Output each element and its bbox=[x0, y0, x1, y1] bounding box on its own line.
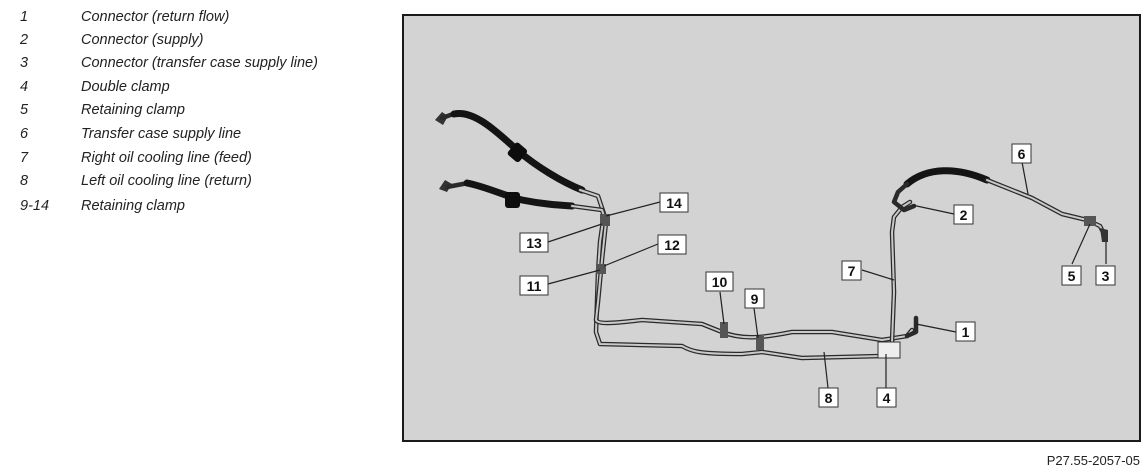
legend-number: 1 bbox=[20, 9, 29, 25]
legend-text: Connector (supply) bbox=[81, 32, 204, 48]
legend-text: Transfer case supply line bbox=[81, 126, 242, 142]
leader-8 bbox=[823, 351, 829, 389]
legend-item: 6 Transfer case supply line bbox=[0, 126, 395, 146]
legend-item: 1 Connector (return flow) bbox=[0, 9, 395, 29]
leader-9 bbox=[753, 307, 759, 339]
connector-3-fitting bbox=[1100, 228, 1108, 242]
callout-12: 12 bbox=[657, 234, 687, 255]
clamp-10 bbox=[720, 322, 728, 338]
callout-8: 8 bbox=[818, 387, 839, 408]
callout-2-label: 2 bbox=[960, 207, 968, 223]
callout-8-label: 8 bbox=[825, 390, 833, 406]
legend-text: Left oil cooling line (return) bbox=[81, 173, 252, 189]
legend-item: 4 Double clamp bbox=[0, 79, 395, 99]
legend-item: 8 Left oil cooling line (return) bbox=[0, 173, 395, 193]
legend-text: Double clamp bbox=[81, 79, 170, 95]
legend-text: Retaining clamp bbox=[81, 198, 185, 214]
legend-text: Connector (transfer case supply line) bbox=[81, 55, 318, 71]
clamp-9 bbox=[756, 336, 764, 350]
legend-number: 7 bbox=[20, 150, 29, 166]
callout-14: 14 bbox=[659, 192, 689, 213]
callout-3-label: 3 bbox=[1102, 268, 1110, 284]
callout-11-label: 11 bbox=[527, 278, 542, 294]
callout-6: 6 bbox=[1011, 143, 1032, 164]
leader-12 bbox=[603, 243, 659, 267]
callout-5-label: 5 bbox=[1068, 268, 1076, 284]
callout-7-label: 7 bbox=[848, 263, 856, 279]
leader-2 bbox=[911, 204, 955, 215]
hose-sleeve-lower bbox=[505, 192, 520, 208]
callout-2: 2 bbox=[953, 204, 974, 225]
legend-number: 2 bbox=[20, 32, 29, 48]
callout-9: 9 bbox=[744, 288, 765, 309]
leader-1 bbox=[915, 323, 957, 333]
lower-rubber-hose bbox=[463, 179, 576, 210]
pipe-run-upper-highlight bbox=[579, 189, 883, 359]
hose-sleeve-upper bbox=[507, 142, 528, 163]
callout-13: 13 bbox=[519, 232, 549, 253]
supply-connector-loop bbox=[891, 181, 917, 213]
legend-item: 2 Connector (supply) bbox=[0, 32, 395, 52]
callout-5: 5 bbox=[1061, 265, 1082, 286]
callout-4: 4 bbox=[876, 387, 897, 408]
leader-14 bbox=[605, 201, 661, 217]
callout-10-label: 10 bbox=[712, 274, 728, 290]
diagram-canvas: 1 2 3 4 5 6 7 8 bbox=[435, 109, 1116, 408]
callout-13-label: 13 bbox=[526, 235, 542, 251]
legend-number: 9-14 bbox=[20, 198, 50, 214]
leader-10 bbox=[719, 291, 725, 325]
figure-reference-code: P27.55-2057-05 bbox=[1046, 453, 1140, 468]
callout-14-label: 14 bbox=[666, 195, 682, 211]
callout-9-label: 9 bbox=[751, 291, 759, 307]
oil-line-diagram: 1 2 3 4 5 6 7 8 bbox=[402, 14, 1141, 442]
legend-item: 7 Right oil cooling line (feed) bbox=[0, 150, 395, 170]
clamp-11-12 bbox=[596, 264, 606, 274]
callout-4-label: 4 bbox=[883, 390, 891, 406]
double-clamp-4 bbox=[877, 341, 901, 359]
return-connector-pipe bbox=[904, 315, 919, 339]
right-oil-cooling-line-feed-highlight bbox=[881, 201, 911, 357]
legend-number: 6 bbox=[20, 126, 29, 142]
retaining-clamp-5 bbox=[1084, 216, 1096, 226]
clamp-13-14 bbox=[600, 214, 610, 226]
right-oil-cooling-line-feed bbox=[879, 199, 913, 359]
callout-10: 10 bbox=[705, 271, 734, 292]
callout-12-label: 12 bbox=[664, 237, 680, 253]
leader-13 bbox=[547, 223, 603, 243]
transfer-case-supply-line-highlight bbox=[986, 179, 1105, 235]
legend-text: Connector (return flow) bbox=[81, 9, 230, 25]
legend-number: 8 bbox=[20, 173, 29, 189]
callout-1: 1 bbox=[955, 321, 976, 342]
leader-11 bbox=[547, 269, 601, 285]
callout-11: 11 bbox=[519, 275, 549, 296]
legend-number: 5 bbox=[20, 102, 29, 118]
callout-3: 3 bbox=[1095, 265, 1116, 286]
callout-6-label: 6 bbox=[1018, 146, 1026, 162]
legend-text: Right oil cooling line (feed) bbox=[81, 150, 252, 166]
legend-text: Retaining clamp bbox=[81, 102, 185, 118]
leader-6 bbox=[1021, 161, 1029, 195]
callout-7: 7 bbox=[841, 260, 862, 281]
legend-item: 5 Retaining clamp bbox=[0, 102, 395, 122]
callout-1-label: 1 bbox=[962, 324, 970, 340]
leader-7 bbox=[861, 269, 895, 281]
pipe-run-lower-highlight bbox=[571, 205, 913, 341]
legend-item: 9-14 Retaining clamp bbox=[0, 198, 395, 218]
leader-5 bbox=[1071, 223, 1091, 265]
right-rubber-hose bbox=[903, 167, 991, 188]
legend-number: 4 bbox=[20, 79, 29, 95]
legend-number: 3 bbox=[20, 55, 29, 71]
legend-item: 3 Connector (transfer case supply line) bbox=[0, 55, 395, 75]
